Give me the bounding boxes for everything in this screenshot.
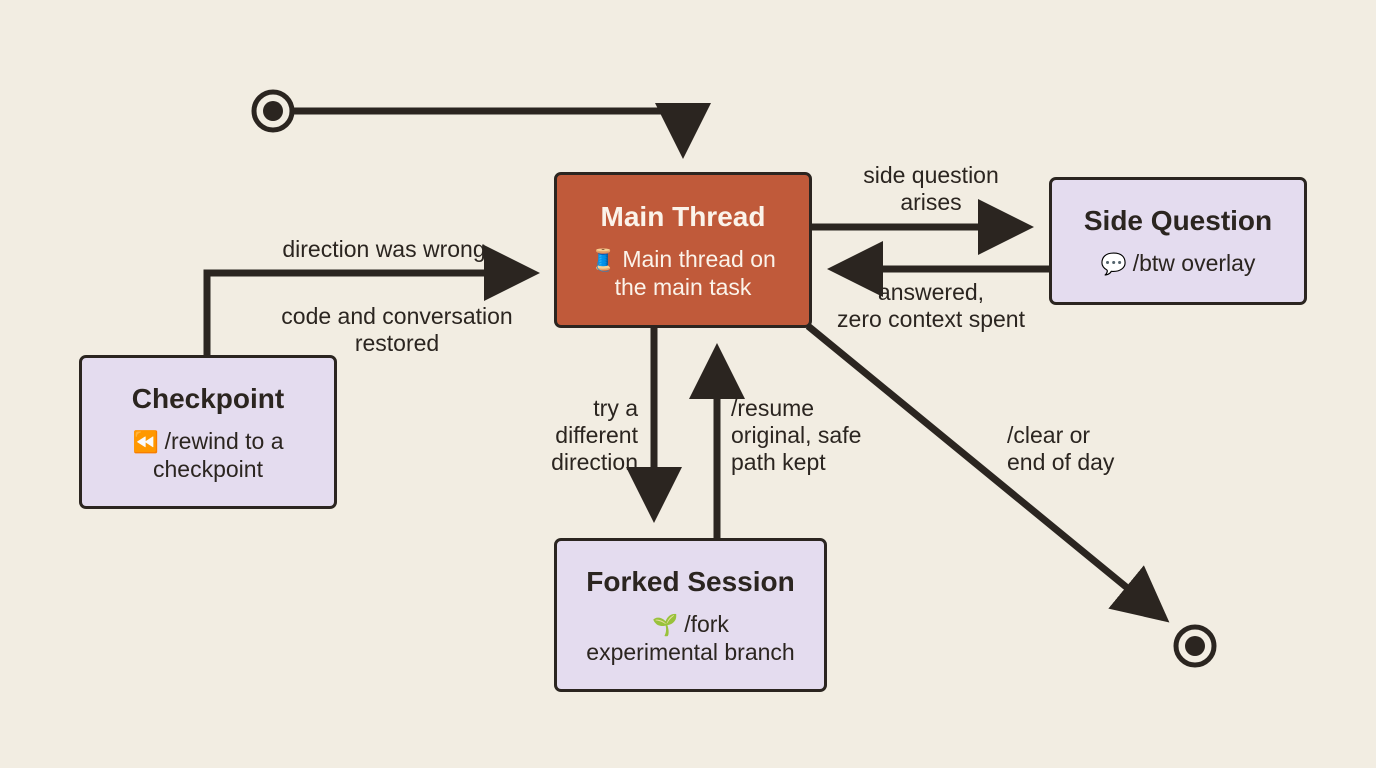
state-subtitle: ⏪/rewind to a checkpoint <box>132 428 283 483</box>
arrow-main-to-end <box>805 323 1170 623</box>
speech-bubble-icon: 💬 <box>1100 252 1127 276</box>
state-side-question: Side Question 💬/btw overlay <box>1049 177 1307 305</box>
arrow-start-to-main <box>293 103 711 159</box>
seedling-icon: 🌱 <box>652 612 679 637</box>
label-to-fork: try a different direction <box>551 395 638 475</box>
state-forked-session: Forked Session 🌱/fork experimental branc… <box>554 538 827 692</box>
state-subtitle-text: Main thread on the main task <box>614 245 776 300</box>
state-subtitle-text: /fork experimental branch <box>586 610 795 665</box>
state-main-thread: Main Thread 🧵Main thread on the main tas… <box>554 172 812 328</box>
label-from-fork: /resume original, safe path kept <box>731 395 862 475</box>
state-title: Forked Session <box>586 565 795 597</box>
state-subtitle: 🧵Main thread on the main task <box>590 246 776 301</box>
initial-state <box>251 89 295 133</box>
rewind-icon: ⏪ <box>132 429 159 454</box>
thread-spool-icon: 🧵 <box>590 247 617 272</box>
final-state <box>1173 624 1217 668</box>
arrow-checkpoint-to-main <box>203 245 540 355</box>
state-title: Side Question <box>1083 205 1273 236</box>
label-to-end: /clear or end of day <box>1007 422 1115 475</box>
state-subtitle-text: /btw overlay <box>1132 250 1256 276</box>
state-checkpoint: Checkpoint ⏪/rewind to a checkpoint <box>79 355 337 509</box>
label-from-checkpoint: direction was wrong <box>282 236 486 262</box>
state-subtitle-text: /rewind to a checkpoint <box>153 427 284 482</box>
state-title: Checkpoint <box>131 382 285 414</box>
label-restored: code and conversation restored <box>281 303 513 356</box>
state-subtitle: 💬/btw overlay <box>1101 250 1256 278</box>
label-to-side: side question arises <box>863 162 999 215</box>
label-from-side: answered, zero context spent <box>837 279 1025 332</box>
state-subtitle: 🌱/fork experimental branch <box>586 611 794 666</box>
state-title: Main Thread <box>600 200 766 232</box>
